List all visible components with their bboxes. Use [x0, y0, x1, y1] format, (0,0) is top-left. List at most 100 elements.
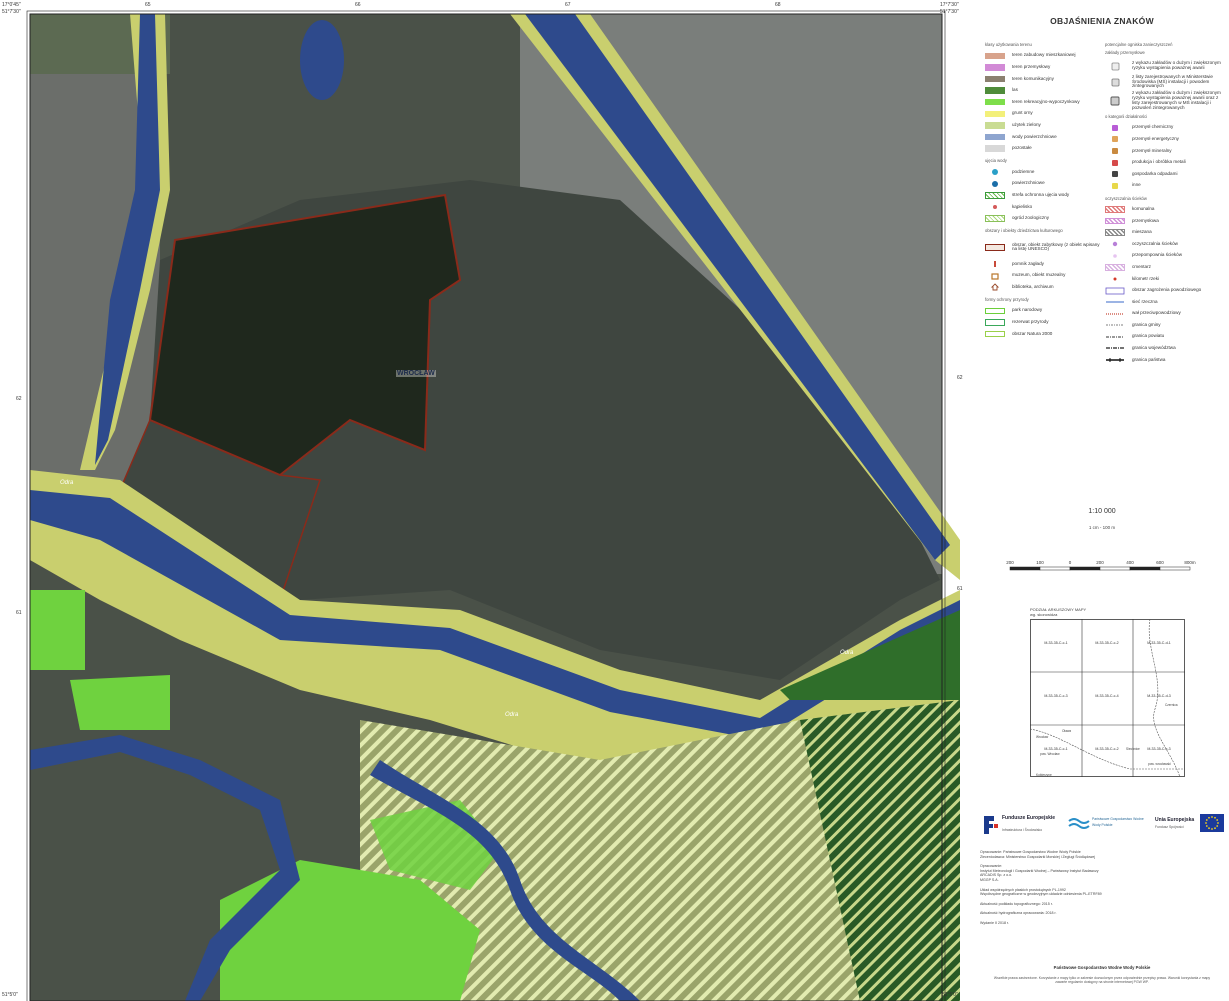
sheet-place-label: Czernica [1165, 703, 1178, 707]
legend-item: cmentarz [1105, 262, 1223, 274]
logos-row: Fundusze Europejskie Infrastruktura i Śr… [980, 812, 1224, 842]
odra-river [30, 490, 960, 740]
scale-bar-segment [1099, 566, 1131, 571]
wastewater-swatch [1105, 217, 1125, 225]
sheet-index-map[interactable]: PODZIAŁ ARKUSZOWY MAPY wg. skorowidza M-… [1029, 607, 1185, 782]
sheet-cell-label[interactable]: M-33-35-C-d-3 [1147, 694, 1171, 698]
legend-item: obszar, obiekt zabytkowy (z obiekt wpisa… [985, 236, 1103, 258]
bathing-site-icon [985, 203, 1005, 211]
legend-item: kilometr rzeki [1105, 273, 1223, 285]
legend-item: muzeum, obiekt muzealny [985, 270, 1103, 282]
industry-category-icon [1105, 147, 1125, 155]
wody-polskie-label: Państwowe Gospodarstwo Wodne Wody Polski… [1092, 817, 1144, 827]
legend-item-label: teren zabudowy mieszkaniowej [1012, 52, 1076, 58]
grid-label-left: 61 [16, 610, 22, 616]
hazard-plant-icon [1105, 62, 1125, 70]
land-use-swatch [985, 122, 1005, 129]
legend-item-label: obszar zagrożenia powodziowego [1132, 287, 1202, 293]
line-symbol-icon [1105, 310, 1125, 318]
legend-item: przemysł chemiczny [1105, 122, 1223, 134]
scale-ratio: 1:10 000 [1088, 508, 1116, 515]
grid-label-left: 62 [16, 396, 22, 402]
registered-plant-icon [1105, 78, 1125, 86]
legend-item-label: kilometr rzeki [1132, 275, 1160, 281]
sheet-cell-label[interactable]: M-33-35-C-c-1 [1044, 747, 1068, 751]
legend-section-heading: klasy użytkowania terenu [985, 42, 1032, 47]
sheet-cell-label[interactable]: M-33-35-C-d-1 [1147, 641, 1171, 645]
legend-item-label: użytek zielony [1012, 121, 1041, 127]
grid-label-right: 61 [957, 586, 963, 592]
legend-item: wał przeciwpowodziowy [1105, 308, 1223, 320]
legend-item-label: powierzchniowe [1012, 180, 1045, 186]
line-symbol-icon [1105, 298, 1125, 306]
eu-funds-sub: Infrastruktura i Środowisko [1002, 828, 1043, 832]
legend-item-label: z wykazu zakładów o dużym i zwiększonym … [1132, 90, 1221, 110]
legend-item-label: przepompownia ścieków [1132, 252, 1183, 258]
legend-item: granica gminy [1105, 320, 1223, 332]
line-symbol-icon [1105, 356, 1125, 364]
sheet-cell-label[interactable]: M-33-35-C-c-3 [1147, 747, 1171, 751]
legend-item-label: oczyszczalnia ścieków [1132, 240, 1178, 246]
credit-line: Aktualność podkładu topograficznego: 201… [980, 901, 1053, 906]
coord-top-right-lon: 17°7'30" [940, 2, 959, 8]
wastewater-swatch [1105, 229, 1125, 236]
legend-item-label: z wykazu zakładów o dużym i zwiększonym … [1132, 60, 1221, 70]
legend-item-label: kąpielisko [1012, 203, 1033, 209]
map-frame[interactable]: 17°0'45" 51°7'30" 17°7'30" 51°7'30" 51°5… [0, 0, 970, 1001]
heritage-area-swatch [985, 244, 1005, 251]
legend-item: teren rekreacyjno-wypoczynkowy [985, 96, 1103, 108]
city-label: WROCŁAW [396, 370, 436, 377]
legend-item-label: wał przeciwpowodziowy [1132, 310, 1181, 316]
map-canvas[interactable] [0, 0, 970, 1001]
legend-item-label: biblioteka, archiwum [1012, 283, 1054, 289]
sheet-cell-label[interactable]: M-33-35-C-c-1 [1044, 641, 1068, 645]
land-use-swatch [985, 110, 1005, 118]
credit-line: Współrzędne geograficzne w geodezyjnym u… [980, 892, 1102, 897]
legend-section-heading: zakłady przemysłowe [1105, 50, 1145, 55]
sheet-cell-label[interactable]: M-33-35-C-c-4 [1095, 694, 1119, 698]
legend-item-label: granica państwa [1132, 356, 1166, 362]
museum-icon [985, 272, 1005, 280]
grid-label-top: 68 [775, 2, 781, 8]
legend-item-label: przemysł mineralny [1132, 147, 1172, 153]
scale-tick-label: 400 [1126, 560, 1134, 565]
sheet-cell-label[interactable]: M-33-35-C-c-3 [1044, 694, 1068, 698]
land-use-list: teren zabudowy mieszkaniowej teren przemy… [985, 50, 1103, 154]
legend-item: przepompownia ścieków [1105, 250, 1223, 262]
scale-block: 1:10 000 1 cm - 100 m [980, 508, 1224, 530]
legend-item-label: ogród zoologiczny [1012, 215, 1050, 221]
publisher: Państwowe Gospodarstwo Wodne Wody Polski… [1053, 965, 1151, 970]
river-label: Odra [840, 650, 854, 656]
legend-item-label: teren przemysłowy [1012, 63, 1051, 69]
legend-item: granica powiatu [1105, 331, 1223, 343]
legend-item: grunt orny [985, 108, 1103, 120]
legend-item-label: podziemne [1012, 168, 1035, 174]
legend-item: obszar zagrożenia powodziowego [1105, 285, 1223, 297]
industry-category-icon [1105, 170, 1125, 178]
eu-funds-label: Fundusze Europejskie [1002, 815, 1056, 821]
scale-bar-segment [1129, 566, 1161, 571]
eu-label: Unia Europejska [1155, 817, 1195, 823]
legend-item-label: muzeum, obiekt muzealny [1012, 272, 1066, 278]
sheet-cell-label[interactable]: M-33-35-C-c-2 [1095, 747, 1119, 751]
legend-item-label: przemysł energetyczny [1132, 135, 1179, 141]
legend-item-label: inne [1132, 182, 1141, 188]
nature-protection-swatch [985, 319, 1005, 326]
legend-item-label: pomnik zagłady [1012, 260, 1044, 266]
legend-section-heading: obszary i obiekty dziedzictwa kulturoweg… [985, 228, 1063, 234]
eu-sub: Fundusz Spójności [1155, 825, 1184, 829]
line-symbol-icon [1105, 275, 1125, 283]
sheet-place-label: pow. Wrocław [1040, 752, 1060, 756]
scale-bar-segment [1039, 566, 1071, 571]
eu-funds-logo-icon [982, 814, 1000, 836]
sheet-cell-label[interactable]: M-33-35-C-c-2 [1095, 641, 1119, 645]
industry-category-icon [1105, 135, 1125, 143]
legend-section-heading: formy ochrony przyrody [985, 297, 1029, 303]
grid-label-top: 66 [355, 2, 361, 8]
credit-line: Opracowanie: [980, 864, 1003, 869]
line-symbol-icon [1105, 240, 1125, 248]
legend-item: gospodarka odpadami [1105, 168, 1223, 180]
legend-item: przemysł mineralny [1105, 145, 1223, 157]
